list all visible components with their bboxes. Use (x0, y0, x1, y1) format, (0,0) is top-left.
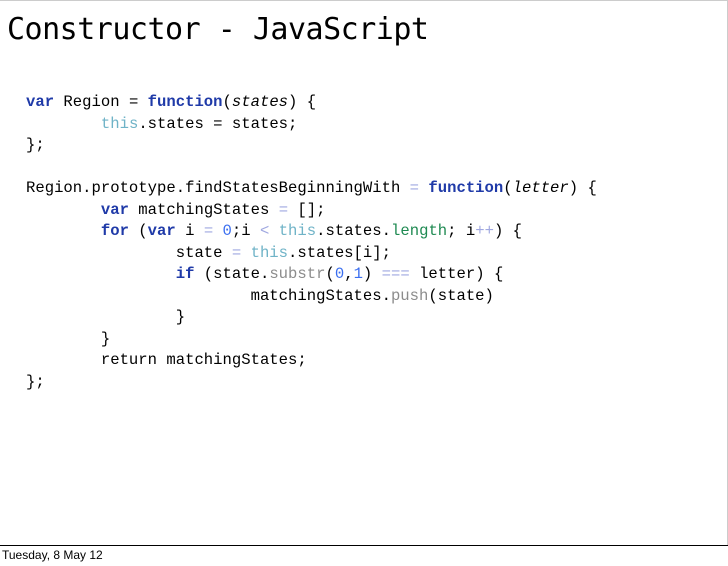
code-token: matchingStates (128, 200, 279, 219)
code-token: this (100, 114, 139, 133)
code-line: }; (26, 372, 597, 394)
code-line: for (var i = 0;i < this.states.length; i… (26, 221, 597, 243)
code-block: var Region = function(states) { this.sta… (26, 92, 597, 393)
code-token: i (175, 222, 204, 240)
code-token: matchingStates. (26, 286, 391, 305)
code-token: .states = states; (138, 114, 298, 133)
code-token: (state) (428, 286, 494, 305)
code-token (241, 244, 250, 262)
code-token (269, 222, 278, 240)
code-line: }; (26, 135, 597, 157)
code-token: .states[i]; (288, 243, 391, 262)
code-token: 1 (353, 265, 363, 283)
code-token: return matchingStates; (26, 351, 307, 369)
code-token: ) { (493, 222, 523, 240)
code-token: ) { (568, 179, 597, 197)
code-token: substr (269, 265, 326, 283)
code-token: state (26, 243, 232, 262)
code-token: .states. (316, 222, 392, 240)
code-token: 0 (222, 222, 232, 240)
slide: Constructor - JavaScript var Region = fu… (0, 0, 728, 546)
code-token: ) (362, 265, 382, 283)
code-token: Region = (54, 93, 148, 111)
code-token: ++ (475, 222, 494, 240)
code-token: 0 (334, 265, 345, 283)
code-line: Region.prototype.findStatesBeginningWith… (26, 178, 597, 200)
footer-date: Tuesday, 8 May 12 (2, 548, 103, 562)
code-token: (state. (194, 265, 270, 283)
code-line: state = this.states[i]; (26, 243, 597, 265)
code-token (419, 179, 428, 197)
code-line: var Region = function(states) { (26, 92, 597, 114)
code-token: < (259, 222, 270, 240)
code-token: if (175, 265, 195, 283)
code-token: var (26, 93, 55, 111)
code-line: if (state.substr(0,1) === letter) { (26, 264, 597, 286)
code-token (26, 265, 176, 283)
code-token: = (231, 243, 242, 262)
code-token: , (344, 265, 354, 283)
code-token: Region.prototype.findStatesBeginningWith (26, 179, 410, 197)
code-token: }; (26, 136, 45, 154)
code-token (26, 201, 101, 219)
slide-border-top (0, 0, 728, 1)
code-token: letter (512, 179, 569, 197)
code-line: } (26, 329, 597, 351)
code-token: = (409, 179, 420, 197)
code-token: = (203, 222, 214, 240)
code-token: ( (128, 222, 148, 240)
slide-divider (0, 545, 728, 546)
code-token: length (391, 222, 448, 240)
code-line: } (26, 307, 597, 329)
code-token: } (26, 308, 186, 326)
code-token: ( (222, 93, 232, 111)
code-token: } (26, 329, 111, 348)
code-token: this (278, 222, 317, 240)
code-token: var (147, 222, 176, 240)
code-token: for (100, 222, 129, 240)
code-token: push (390, 286, 429, 305)
code-line: this.states = states; (26, 114, 597, 136)
code-token: }; (26, 372, 45, 391)
code-token: letter) { (409, 265, 504, 283)
code-token: ) { (288, 93, 317, 111)
code-line: var matchingStates = []; (26, 200, 597, 222)
code-token: ( (503, 179, 513, 197)
code-line: matchingStates.push(state) (26, 286, 597, 308)
code-token: ;i (231, 222, 260, 240)
code-token: []; (288, 200, 326, 219)
code-line (26, 157, 597, 179)
slide-title: Constructor - JavaScript (7, 12, 429, 47)
code-token: = (278, 200, 289, 219)
code-token: this (250, 243, 289, 262)
code-token (26, 222, 101, 240)
code-token: function (147, 93, 223, 111)
code-token: ( (325, 265, 335, 283)
code-token: states (231, 93, 289, 111)
code-token: function (428, 179, 504, 197)
code-line: return matchingStates; (26, 350, 597, 372)
code-token: ; i (447, 222, 476, 240)
code-token: === (381, 265, 410, 283)
code-token (213, 222, 222, 240)
code-token: var (100, 200, 129, 219)
code-token (26, 115, 101, 133)
